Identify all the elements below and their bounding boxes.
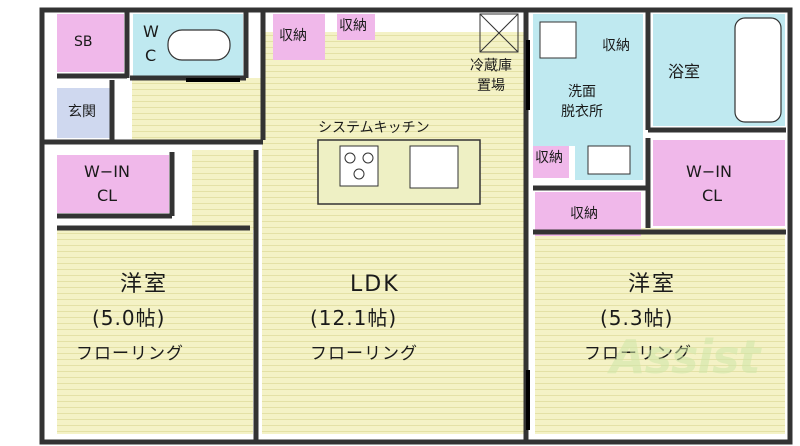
bathtub [734, 17, 782, 123]
stove [339, 145, 379, 187]
washbasin [587, 145, 631, 175]
burner [344, 152, 356, 164]
toilet [167, 29, 231, 61]
fridge-space [479, 13, 519, 53]
storage-2 [337, 14, 375, 40]
sink [409, 145, 459, 189]
entrance [57, 88, 110, 138]
storage-4 [533, 142, 569, 178]
storage-1 [273, 14, 325, 60]
sb-storage [57, 14, 124, 72]
ldk-room [262, 32, 526, 434]
corridor [192, 150, 254, 230]
burner [362, 152, 374, 164]
burner [353, 168, 365, 180]
western-room-right [535, 228, 785, 434]
washing-machine [539, 21, 577, 59]
western-room-left [57, 228, 253, 434]
assist-watermark: Assist [610, 330, 760, 384]
hallway [132, 78, 262, 140]
wic-right [653, 140, 785, 226]
wic-left [57, 155, 169, 213]
storage-5 [535, 192, 641, 236]
